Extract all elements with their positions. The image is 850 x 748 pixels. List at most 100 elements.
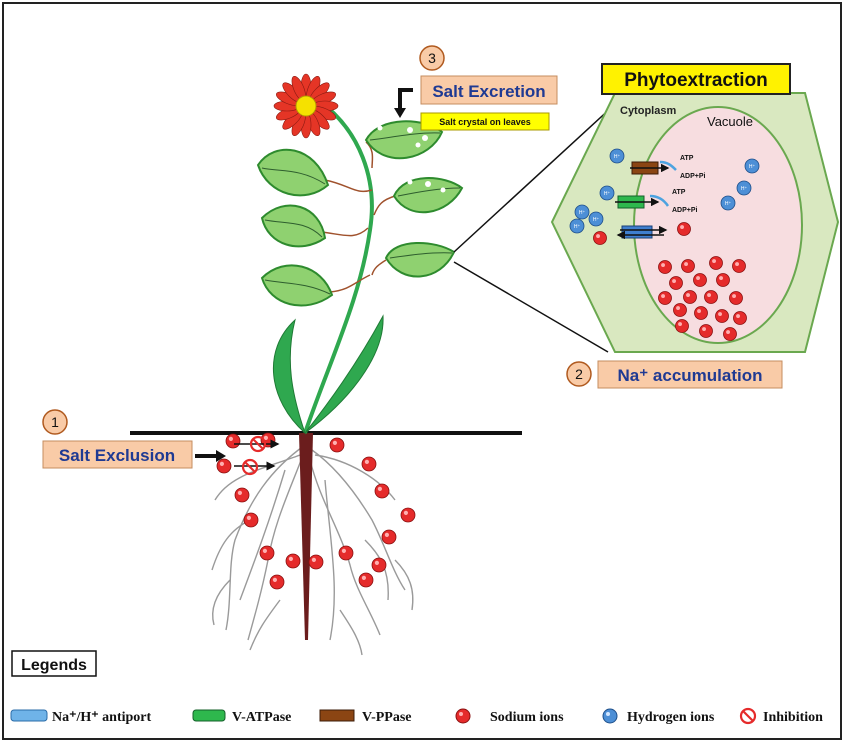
flower (273, 73, 339, 139)
adp-label-1: ADP+Pi (680, 173, 706, 180)
hydrogen-ion: H⁺ (720, 195, 736, 211)
stem (303, 98, 374, 434)
sodium-ion (358, 572, 374, 588)
inhibition-icon-soil-1 (249, 435, 267, 453)
step-2-number: 2 (575, 366, 583, 382)
sodium-ion (683, 290, 697, 304)
hydrogen-ion: H⁺ (736, 180, 752, 196)
step-2-title: Na⁺ accumulation (617, 366, 762, 385)
antiport-swatch (10, 709, 48, 722)
sodium-ion (729, 291, 743, 305)
sodium-ion (234, 487, 250, 503)
svg-text:H⁺: H⁺ (579, 210, 586, 216)
sodium-ion (704, 290, 718, 304)
leaves (256, 120, 464, 307)
sodium-ion (329, 437, 345, 453)
hydrogen-ion: H⁺ (569, 218, 585, 234)
svg-text:H⁺: H⁺ (574, 224, 581, 230)
sodium-ion (733, 311, 747, 325)
phytoextraction-title: Phytoextraction (624, 70, 768, 91)
sodium-ion (693, 273, 707, 287)
adp-label-2: ADP+Pi (672, 207, 698, 214)
sodium-ion (361, 456, 377, 472)
inhibition-icon-soil-2 (241, 458, 259, 476)
root-system (211, 444, 414, 656)
vacuole (633, 106, 803, 344)
sodium-ion (593, 231, 607, 245)
step-3-label: 3 Salt Excretion Salt crystal on leaves (419, 45, 558, 131)
legend-label-sodium: Sodium ions (490, 710, 564, 725)
svg-text:H⁺: H⁺ (593, 217, 600, 223)
step-1-number: 1 (51, 414, 59, 430)
sodium-ion (716, 273, 730, 287)
leaf-left-lower (260, 264, 334, 307)
inhibition-markers (234, 435, 280, 476)
sodium-ion (709, 256, 723, 270)
figure-border (2, 2, 842, 740)
step-3-note: Salt crystal on leaves (439, 117, 531, 127)
callout-line-bottom (453, 261, 609, 353)
sodium-ion (400, 507, 416, 523)
sodium-ion (658, 260, 672, 274)
leaf-right-lower (384, 242, 456, 278)
svg-text:H⁺: H⁺ (741, 186, 748, 192)
sodium-ion (723, 327, 737, 341)
step-1-box (42, 440, 193, 469)
sodium-ion (694, 306, 708, 320)
atp-label-1: ATP (680, 155, 694, 162)
flower-center (295, 95, 317, 117)
sodium-ion (732, 259, 746, 273)
phytoextraction-label: Phytoextraction (601, 63, 791, 95)
lower-leaf-right (304, 314, 384, 434)
salt-crystals (377, 125, 446, 193)
callout-line-top (453, 94, 626, 253)
sodium-ion (243, 512, 259, 528)
sodium-ion (675, 319, 689, 333)
sodium-ion (269, 574, 285, 590)
hydrogen-ion-icon (602, 708, 618, 724)
step-3-number: 3 (428, 50, 436, 66)
sodium-ion (216, 458, 232, 474)
vacuole-label: Vacuole (707, 114, 753, 129)
sodium-ion (381, 529, 397, 545)
step-1-title: Salt Exclusion (59, 446, 175, 465)
taproot (299, 433, 313, 640)
legend-label-antiport: Na⁺/H⁺ antiport (52, 710, 152, 725)
leaf-right-upper (364, 120, 444, 160)
sodium-ion (715, 309, 729, 323)
step-2-label: 2 Na⁺ accumulation (566, 360, 783, 389)
legend-label-hydrogen: Hydrogen ions (627, 710, 715, 725)
svg-text:H⁺: H⁺ (604, 191, 611, 197)
sodium-ion (669, 276, 683, 290)
salt-excretion-arrow (398, 88, 413, 110)
hydrogen-ion: H⁺ (609, 148, 625, 164)
cytoplasm-label: Cytoplasm (620, 105, 676, 117)
step-1-badge (42, 409, 68, 435)
sodium-ion (658, 291, 672, 305)
step-3-badge (419, 45, 445, 71)
leaf-left-middle (260, 204, 327, 248)
sodium-ion (371, 557, 387, 573)
hydrogen-ion: H⁺ (744, 158, 760, 174)
svg-text:H⁺: H⁺ (749, 164, 756, 170)
hydrogen-ion: H⁺ (599, 185, 615, 201)
v-atpase-swatch (192, 709, 226, 722)
step-3-note-box (420, 112, 550, 131)
inhibition-icon (739, 707, 757, 725)
step-2-badge (566, 361, 592, 387)
sodium-ion (285, 553, 301, 569)
legend: Legends Na⁺/H⁺ antiport V-ATPase V-PPase… (10, 650, 823, 725)
sodium-ion (308, 554, 324, 570)
plant-cell: Cytoplasm Vacuole ATP ADP+Pi ATP ADP+Pi … (550, 92, 840, 353)
legend-title-box (11, 650, 97, 677)
step-3-title: Salt Excretion (432, 82, 545, 101)
leaf-left-upper (256, 148, 330, 197)
phytoextraction-box (601, 63, 791, 95)
sodium-ion (677, 222, 691, 236)
step-3-box (420, 75, 558, 105)
lower-leaf-left (272, 318, 307, 435)
svg-text:H⁺: H⁺ (614, 154, 621, 160)
sodium-ion (699, 324, 713, 338)
legend-label-v-ppase: V-PPase (362, 710, 412, 725)
step-2-box (597, 360, 783, 389)
